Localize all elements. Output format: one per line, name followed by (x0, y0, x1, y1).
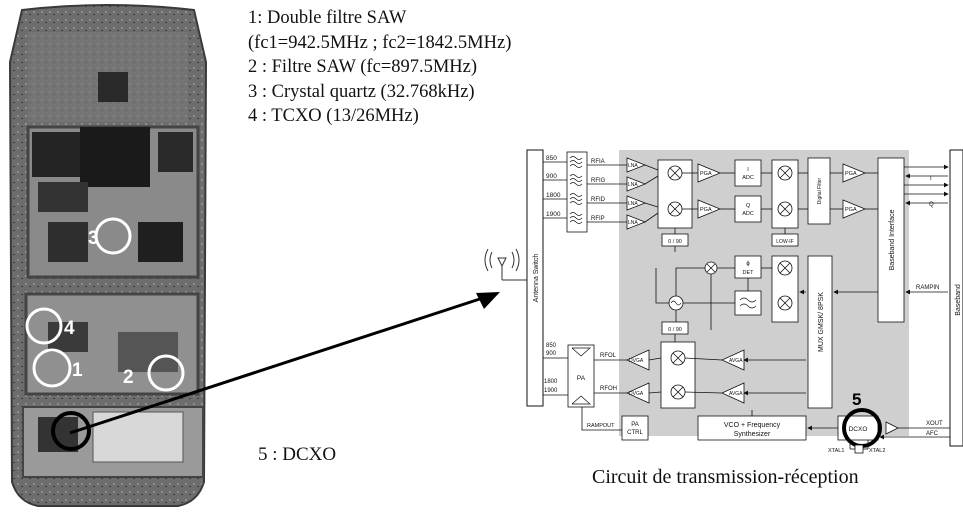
dvga-bottom: DVGA (629, 391, 644, 397)
rfoh-label: RFOH (600, 386, 617, 392)
low-if-block (771, 233, 799, 247)
pointer-arrow-head (476, 292, 500, 309)
pcb-marker-circle-1 (32, 348, 72, 388)
pa-band-900: 900 (546, 351, 557, 357)
pcb-marker-circle-2 (147, 354, 185, 392)
baseband-interface-block (877, 157, 905, 323)
diagram-caption: Circuit de transmission-réception (592, 466, 859, 488)
legend-item-2: 2 : Filtre SAW (fc=897.5MHz) (248, 57, 478, 78)
pa-band-850: 850 (546, 343, 557, 349)
band-850: 850 (546, 155, 557, 162)
rf-input-rfia: RFIA (591, 159, 605, 165)
dvga-top: DVGA (629, 358, 644, 364)
q-adc-line1: Q (746, 203, 751, 209)
lna-2: LNA (628, 182, 638, 188)
pga-i-1: PGA (700, 171, 712, 177)
xtal2-label: XTAL2 (869, 448, 885, 454)
i-adc-line2: ADC (742, 175, 754, 181)
pcb-marker-3: 3 (88, 228, 99, 249)
legend-item-4: 4 : TCXO (13/26MHz) (248, 106, 419, 127)
pga-q-1: PGA (700, 207, 712, 213)
dcxo-label: DCXO (849, 426, 868, 433)
phase-detector-phi: ɸ (746, 261, 750, 267)
pcb-marker-4: 4 (64, 318, 75, 339)
legend-item-1: 1: Double filtre SAW (248, 8, 407, 28)
transceiver-block-diagram: Antenna Switch 850 900 1800 1900 RFIA RF… (484, 149, 963, 454)
baseband-interface-label: Baseband Interface (889, 210, 896, 271)
pcb-marker-2: 2 (123, 367, 134, 388)
rfol-label: RFOL (600, 353, 617, 359)
rf-input-rfip: RFIP (591, 216, 605, 222)
phase-detector-det: DET (743, 270, 755, 276)
pa-ctrl-line2: CTRL (627, 430, 643, 436)
afc-label: AFC (926, 431, 939, 437)
legend: 1: Double filtre SAW (fc1=942.5MHz ; fc2… (248, 6, 511, 129)
xtal1-label: XTAL1 (828, 448, 844, 454)
band-1800: 1800 (546, 192, 561, 199)
pa-band-1900: 1900 (544, 388, 558, 394)
band-1900: 1900 (546, 211, 561, 218)
lna-4: LNA (628, 220, 638, 226)
lna-3: LNA (628, 201, 638, 207)
low-if-label: LOW-IF (776, 239, 793, 245)
baseband-label: Baseband (955, 284, 962, 316)
q-adc-line2: ADC (742, 211, 754, 217)
crystal-icon (849, 440, 869, 454)
i-output-label: I (930, 176, 932, 182)
pa-band-1800: 1800 (544, 379, 558, 385)
digital-filter-block (807, 157, 831, 225)
band-900: 900 (546, 173, 557, 180)
vco-line1: VCO + Frequency (724, 422, 781, 429)
phase-shifter-top-label: 0 / 90 (668, 239, 682, 245)
mux-block (807, 255, 833, 409)
rf-input-rfig: RFIG (591, 178, 606, 184)
legend-item-5: 5 : DCXO (258, 444, 337, 465)
pga-i-2: PGA (845, 171, 857, 177)
antenna-icon (484, 248, 527, 281)
vco-line2: Synthesizer (734, 431, 771, 438)
pcb-marker-circle-5 (51, 411, 91, 451)
q-output-label: Q (929, 202, 934, 208)
baseband-block (949, 149, 963, 447)
pcb-marker-circle-3 (94, 217, 132, 255)
legend-item-1-detail: (fc1=942.5MHz ; fc2=1842.5MHz) (248, 32, 512, 53)
pa-ctrl-block (621, 415, 649, 441)
digital-filter-label: Digital Filter (817, 177, 823, 204)
loop-filter-block (734, 290, 762, 316)
rampin-label: RAMPIN (916, 285, 939, 291)
pointer-arrow-line (69, 293, 493, 435)
avga-bottom: AVGA (729, 391, 743, 397)
i-adc-line1: I (747, 167, 749, 173)
avga-top: AVGA (729, 358, 743, 364)
phase-shifter-bottom-label: 0 / 90 (668, 327, 682, 333)
saw-filter-bank (566, 151, 588, 233)
legend-item-3: 3 : Crystal quartz (32.768kHz) (248, 81, 475, 102)
xout-label: XOUT (926, 421, 943, 427)
lna-1: LNA (628, 163, 638, 169)
pa-block (567, 344, 595, 408)
pa-ctrl-line1: PA (631, 422, 639, 428)
pa-label: PA (577, 375, 586, 382)
pcb-marker-1: 1 (72, 360, 83, 381)
antenna-switch-label: Antenna Switch (533, 254, 540, 303)
pcb-marker-circle-4 (25, 307, 63, 345)
rampout-label: RAMPOUT (587, 423, 615, 429)
dcxo-highlight-marker: 5 (852, 390, 861, 409)
xout-buffer (885, 421, 899, 435)
vco-synthesizer-block (697, 415, 807, 441)
pcb-photo: 3 4 1 2 (8, 2, 208, 508)
mux-label: MUX GMSK/ 8PSK (818, 292, 825, 352)
pga-q-2: PGA (845, 207, 857, 213)
rf-input-rfid: RFID (591, 197, 606, 203)
antenna-switch (526, 149, 544, 407)
